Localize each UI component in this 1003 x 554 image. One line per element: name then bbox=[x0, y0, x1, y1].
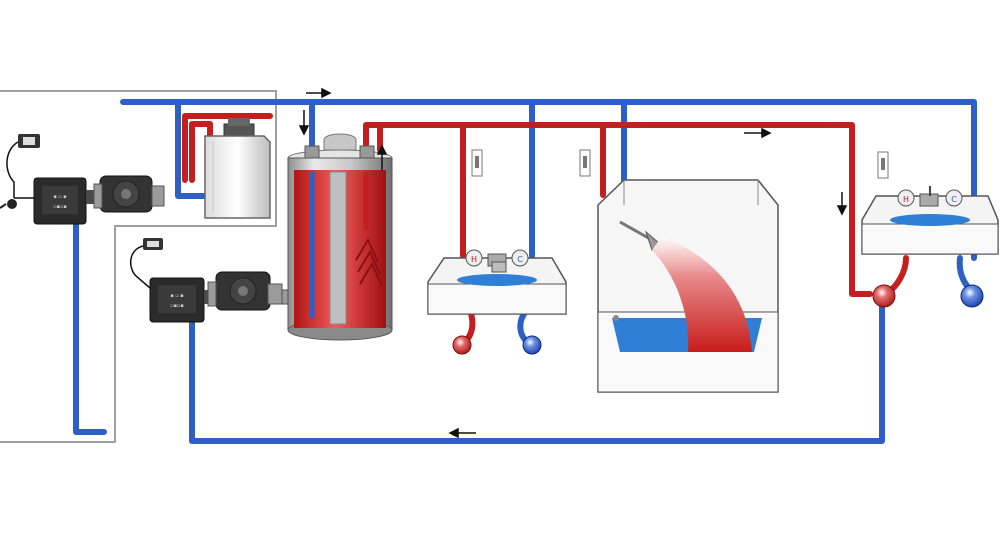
hot-water-pipes bbox=[182, 113, 909, 347]
sink-icon: H C bbox=[427, 249, 567, 315]
circulation-pump-icon bbox=[86, 175, 165, 213]
svg-text:▫▪▫▪: ▫▪▫▪ bbox=[53, 204, 67, 210]
remote-icon bbox=[129, 238, 163, 289]
plug-icon bbox=[0, 199, 17, 209]
hot-up-arrow bbox=[376, 144, 388, 170]
wall-switch-icon bbox=[579, 149, 591, 177]
wall-switch-icon bbox=[877, 151, 889, 179]
tankless-heater-icon bbox=[204, 118, 271, 219]
hot-down-arrow bbox=[836, 192, 848, 216]
control-box-icon: ▪ ▫ ▪ ▫▪▫▪ bbox=[149, 277, 205, 323]
flow-arrows bbox=[298, 87, 848, 439]
svg-text:▪ ▫ ▪: ▪ ▫ ▪ bbox=[53, 194, 66, 200]
water-heater-tank-icon bbox=[281, 133, 393, 341]
hot-supply-arrow bbox=[744, 127, 772, 139]
wall-switch-icon bbox=[471, 149, 483, 177]
control-box-icon: ▪ ▫ ▪ ▫▪▫▪ bbox=[14, 177, 87, 225]
return-arrow bbox=[448, 427, 476, 439]
hot-valve-icon bbox=[872, 284, 896, 308]
hot-valve-icon bbox=[452, 335, 472, 355]
remote-icon bbox=[6, 134, 40, 198]
svg-text:▫▪▫▪: ▫▪▫▪ bbox=[170, 303, 184, 309]
bathtub-icon bbox=[597, 179, 779, 393]
svg-text:C: C bbox=[517, 255, 523, 264]
svg-text:C: C bbox=[951, 195, 957, 204]
svg-text:H: H bbox=[471, 255, 477, 264]
circulation-pump-icon bbox=[204, 271, 283, 311]
sink-icon: H C bbox=[861, 186, 999, 255]
svg-text:▪ ▫ ▪: ▪ ▫ ▪ bbox=[170, 293, 183, 299]
cold-valve-icon bbox=[522, 335, 542, 355]
svg-text:H: H bbox=[903, 195, 909, 204]
cold-supply-arrow bbox=[306, 87, 332, 99]
cold-valve-icon bbox=[960, 284, 984, 308]
building-frame bbox=[0, 90, 277, 443]
cold-down-arrow bbox=[298, 110, 310, 136]
